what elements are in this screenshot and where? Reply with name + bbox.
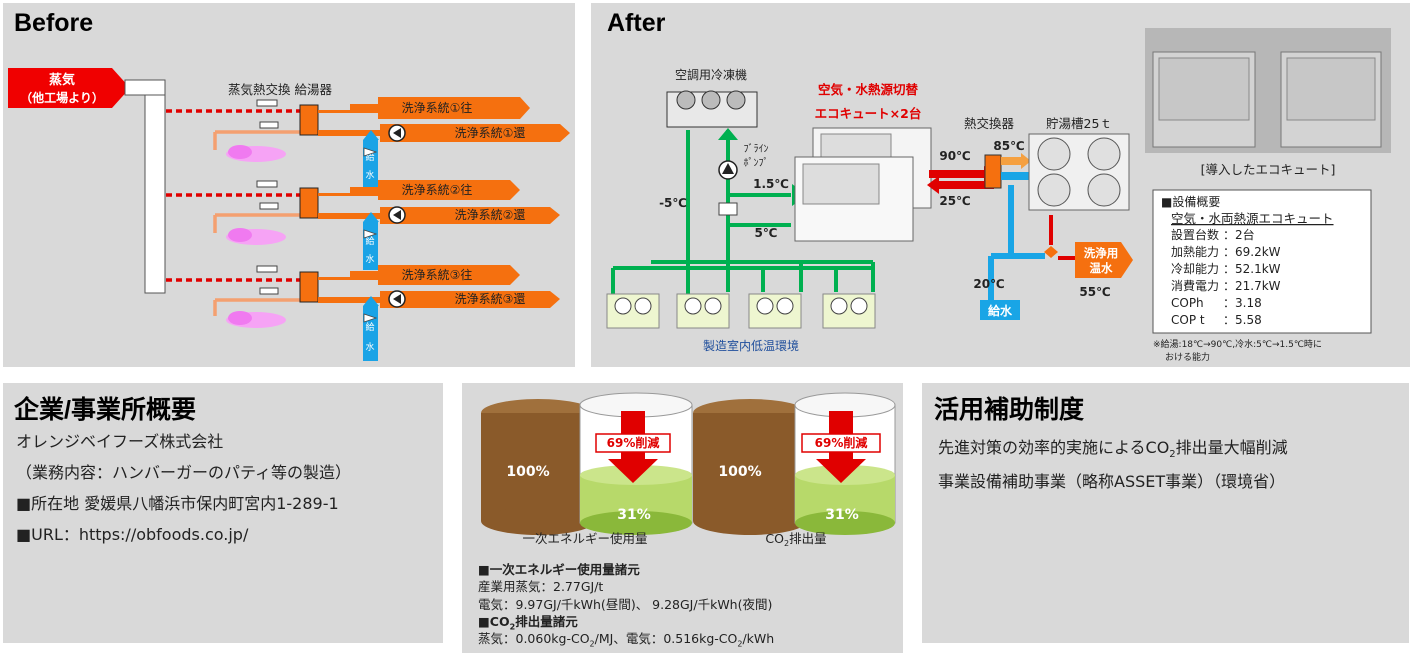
- company-heading: 企業/事業所概要: [14, 396, 196, 424]
- svg-text:洗浄用: 洗浄用: [1084, 246, 1119, 260]
- subsidy-line-2: 事業設備補助事業（略称ASSET事業）（環境省）: [938, 472, 1286, 491]
- svg-text:55℃: 55℃: [1079, 285, 1110, 299]
- factor-power: 電気：9.97GJ/千kWh(昼間)、 9.28GJ/千kWh(夜間): [478, 597, 773, 612]
- svg-text:5℃: 5℃: [755, 226, 778, 240]
- svg-text:90℃: 90℃: [939, 149, 970, 163]
- svg-text:69%削減: 69%削減: [607, 435, 660, 450]
- co2-after-pct: 31%: [825, 507, 859, 523]
- svg-text:COP t: COP t: [1171, 313, 1205, 327]
- co2-label: CO2排出量: [765, 531, 826, 548]
- svg-text:■設備概要: ■設備概要: [1161, 194, 1220, 209]
- svg-text:洗浄系統②往: 洗浄系統②往: [402, 182, 473, 197]
- subsidy-panel: [922, 383, 1409, 643]
- svg-text:[導入したエコキュート]: [導入したエコキュート]: [1201, 162, 1336, 177]
- svg-text:給: 給: [365, 151, 374, 163]
- svg-text:洗浄系統②還: 洗浄系統②還: [455, 208, 526, 222]
- svg-text:空気・水両熱源エコキュート: 空気・水両熱源エコキュート: [1171, 211, 1334, 226]
- svg-text:洗浄系統③還: 洗浄系統③還: [455, 292, 526, 306]
- svg-text:加熱能力: 加熱能力: [1171, 245, 1219, 259]
- steam-arrow: [8, 68, 130, 108]
- svg-text:冷却能力: 冷却能力: [1171, 262, 1219, 276]
- after-heading: After: [607, 9, 666, 37]
- steam-pipe: [144, 87, 166, 294]
- svg-text:熱交換器: 熱交換器: [964, 116, 1015, 131]
- svg-text:水: 水: [365, 169, 374, 181]
- svg-text:COPh: COPh: [1171, 296, 1204, 310]
- svg-text:ﾌﾞﾗｲﾝ: ﾌﾞﾗｲﾝ: [744, 143, 769, 155]
- svg-text:設置台数: 設置台数: [1171, 227, 1219, 242]
- svg-text:：52.1kW: ：52.1kW: [1223, 262, 1281, 276]
- svg-text:おける能力: おける能力: [1165, 351, 1210, 363]
- svg-text:：21.7kW: ：21.7kW: [1223, 279, 1281, 293]
- before-row-1: 洗浄系統①往 洗浄系統①還 給 水: [166, 97, 570, 188]
- svg-text:温水: 温水: [1090, 261, 1113, 275]
- before-row-2: 洗浄系統②往 洗浄系統②還 給 水: [166, 180, 560, 270]
- before-heading: Before: [14, 9, 94, 37]
- svg-text:：5.58: ：5.58: [1223, 313, 1262, 327]
- svg-text:給: 給: [365, 321, 374, 333]
- svg-text:洗浄系統①往: 洗浄系統①往: [402, 100, 473, 115]
- subsidy-line-1: 先進対策の効率的実施によるCO2排出量大幅削減: [938, 438, 1288, 461]
- co2-before-pct: 100%: [718, 464, 761, 480]
- factor-co2: 蒸気：0.060kg-CO2/MJ、電気：0.516kg-CO2/kWh: [478, 631, 775, 649]
- svg-text:貯湯槽25ｔ: 貯湯槽25ｔ: [1046, 116, 1112, 131]
- energy-before-pct: 100%: [506, 464, 549, 480]
- svg-text:空調用冷凍機: 空調用冷凍機: [675, 67, 747, 82]
- company-name: オレンジベイフーズ株式会社: [16, 432, 224, 451]
- company-business: （業務内容：ハンバーガーのパティ等の製造）: [16, 463, 352, 482]
- svg-text:消費電力: 消費電力: [1171, 278, 1219, 293]
- svg-text:洗浄系統①還: 洗浄系統①還: [455, 126, 526, 140]
- spec-box: [1152, 189, 1372, 334]
- svg-text:：3.18: ：3.18: [1223, 296, 1262, 310]
- co2-reduction-badge: [801, 433, 881, 453]
- before-row-3: 洗浄系統③往 洗浄系統③還 給 水: [166, 265, 560, 361]
- svg-text:給水: 給水: [988, 303, 1013, 318]
- svg-text:ﾎﾟﾝﾌﾟ: ﾎﾟﾝﾌﾟ: [744, 157, 769, 169]
- svg-text:水: 水: [365, 341, 374, 353]
- svg-text:給: 給: [365, 235, 374, 247]
- svg-text:-5℃: -5℃: [659, 196, 687, 210]
- svg-text:空気・水熱源切替: 空気・水熱源切替: [818, 82, 919, 97]
- energy-label: 一次エネルギー使用量: [522, 531, 647, 546]
- svg-text:エコキュート×2台: エコキュート×2台: [815, 106, 922, 121]
- svg-text:洗浄系統③往: 洗浄系統③往: [402, 267, 473, 282]
- before-diagram: 蒸気 （他工場より） 蒸気熱交換 給湯器 洗浄系統①往 洗浄系統①還 給 水: [8, 68, 570, 361]
- reduction-chart: 100% 69%削減 31% 一次エネルギー使用量 100% 69%削減 31%…: [481, 392, 896, 548]
- steam-label: 蒸気: [49, 72, 75, 88]
- factor-steam: 産業用蒸気：2.77GJ/t: [478, 579, 604, 594]
- energy-reduction-badge: [595, 433, 671, 453]
- factors-title-co2: ■CO2排出量諸元: [478, 614, 578, 632]
- factors-title-energy: ■一次エネルギー使用量諸元: [478, 562, 640, 577]
- company-location: ■所在地 愛媛県八幡浜市保内町宮内1-289-1: [16, 494, 339, 513]
- svg-text:20℃: 20℃: [973, 277, 1004, 291]
- steam-sub-label: （他工場より）: [20, 90, 104, 105]
- svg-text:25℃: 25℃: [939, 194, 970, 208]
- subsidy-heading: 活用補助制度: [934, 396, 1085, 424]
- svg-text:1.5℃: 1.5℃: [753, 177, 789, 191]
- after-diagram: 空調用冷凍機 ﾌﾞﾗｲﾝ ﾎﾟﾝﾌﾟ -5℃ 1.5℃: [606, 28, 1391, 363]
- energy-after-pct: 31%: [617, 507, 651, 523]
- exchanger-label: 蒸気熱交換 給湯器: [228, 82, 332, 97]
- svg-text:69%削減: 69%削減: [815, 435, 868, 450]
- company-url[interactable]: ■URL：https://obfoods.co.jp/: [16, 525, 249, 544]
- svg-text:：69.2kW: ：69.2kW: [1223, 245, 1281, 259]
- svg-text:85℃: 85℃: [993, 139, 1024, 153]
- svg-text:：2台: ：2台: [1223, 227, 1255, 242]
- svg-text:水: 水: [365, 253, 374, 265]
- svg-text:※給湯:18℃→90℃,冷水:5℃→1.5℃時に: ※給湯:18℃→90℃,冷水:5℃→1.5℃時に: [1153, 338, 1322, 350]
- svg-text:製造室内低温環境: 製造室内低温環境: [703, 338, 799, 353]
- company-panel: [3, 383, 443, 643]
